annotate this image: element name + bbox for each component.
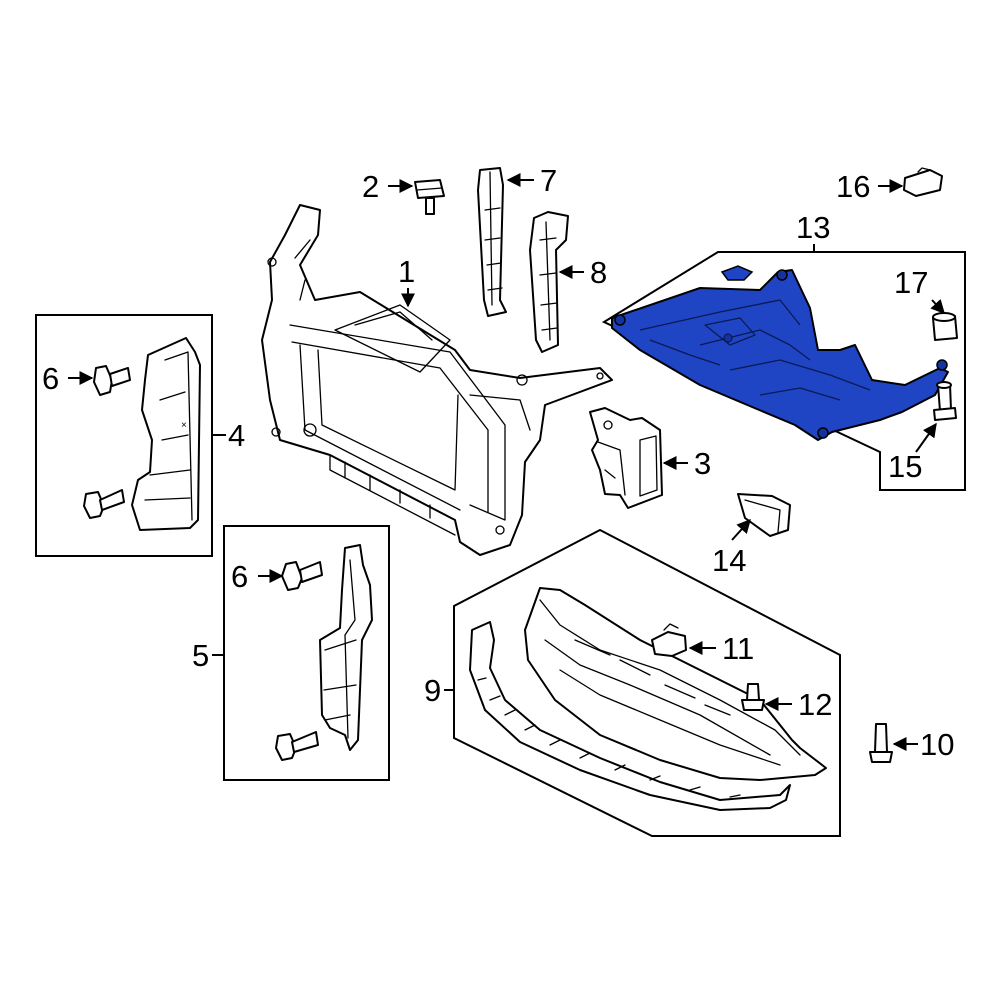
callout-15: 15 — [888, 449, 922, 484]
bolt-part-15[interactable] — [933, 381, 957, 421]
group-box-5 — [223, 525, 390, 781]
clip-part-6-upper-left[interactable] — [93, 365, 131, 396]
air-dam-part-9[interactable] — [469, 587, 827, 811]
callout-17: 17 — [894, 265, 928, 300]
clip-nut-part-16[interactable] — [903, 167, 943, 197]
callout-6-upper: 6 — [42, 361, 59, 396]
push-pin-part-10[interactable] — [869, 723, 893, 763]
callout-9: 9 — [424, 673, 441, 708]
clip-part-6-lower-right[interactable] — [275, 731, 319, 761]
callout-10: 10 — [920, 727, 954, 762]
callout-11: 11 — [722, 631, 754, 666]
callout-labels: 1 2 3 4 5 6 6 7 8 9 10 11 12 13 14 15 16… — [42, 163, 954, 762]
retainer-part-14[interactable] — [737, 493, 791, 537]
group-box-9 — [453, 528, 841, 837]
callout-7: 7 — [540, 163, 557, 198]
push-pin-part-12[interactable] — [741, 683, 765, 711]
callout-6-lower: 6 — [231, 559, 248, 594]
callout-2: 2 — [362, 169, 379, 204]
group-box-13 — [601, 251, 966, 491]
air-deflector-part-4[interactable]: × — [131, 337, 201, 531]
callout-1: 1 — [398, 254, 415, 289]
retainer-part-11[interactable] — [651, 623, 687, 657]
grommet-part-17[interactable] — [932, 312, 958, 341]
svg-text:×: × — [181, 420, 187, 431]
clip-part-6-lower-left[interactable] — [83, 489, 125, 519]
air-deflector-part-5[interactable] — [319, 544, 373, 751]
leader-lines — [68, 173, 945, 751]
callout-5: 5 — [192, 638, 209, 673]
callout-14: 14 — [712, 543, 746, 578]
callout-3: 3 — [694, 446, 711, 481]
bolt-part-2[interactable] — [414, 179, 445, 215]
radiator-support[interactable] — [261, 204, 613, 556]
bracket-part-3[interactable] — [589, 407, 663, 509]
bracket-part-7[interactable] — [477, 167, 507, 317]
bracket-part-8[interactable] — [529, 211, 569, 353]
callout-8: 8 — [590, 255, 607, 290]
clip-part-6-upper-right[interactable] — [281, 561, 323, 591]
callout-13: 13 — [796, 210, 830, 245]
callout-12: 12 — [798, 687, 832, 722]
splash-shield-part-13[interactable] — [611, 265, 949, 441]
callout-16: 16 — [836, 169, 870, 204]
callout-4: 4 — [228, 418, 245, 453]
